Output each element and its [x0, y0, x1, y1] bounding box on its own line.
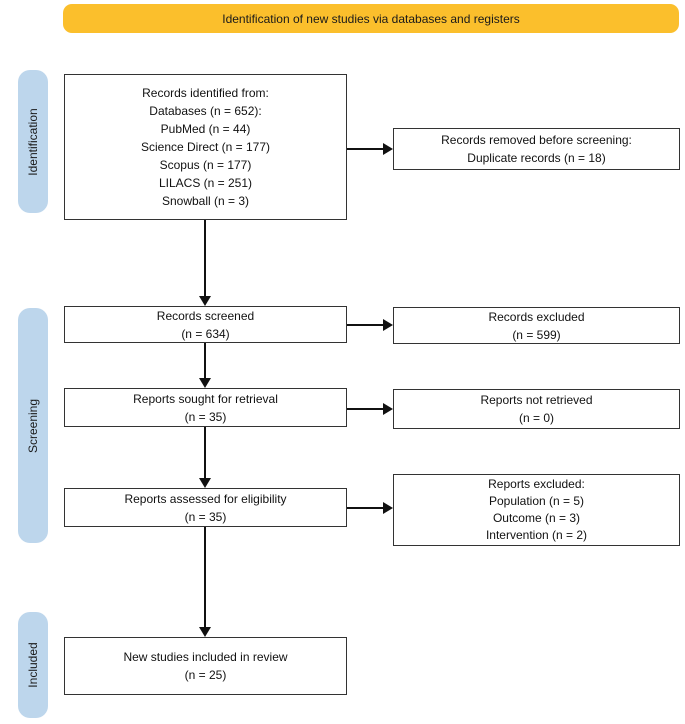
down-arrow-sought-to-assessed — [204, 427, 206, 479]
flow-box-records-identified: Records identified from: Databases (n = … — [64, 74, 347, 220]
flow-box-line: Reports excluded: — [488, 477, 585, 492]
flow-box-line: Snowball (n = 3) — [161, 194, 250, 208]
flow-box-records-removed: Records removed before screening: Duplic… — [393, 128, 680, 170]
stage-label-identification: Identification — [26, 107, 40, 176]
right-arrowhead-icon — [383, 143, 393, 155]
flow-box-line: Scopus (n = 177) — [159, 158, 252, 172]
flow-box-reports-sought: Reports sought for retrieval (n = 35) — [64, 388, 347, 427]
flow-box-line: Outcome (n = 3) — [492, 511, 581, 525]
flow-box-line: Records screened — [156, 308, 255, 323]
down-arrow-identified-to-screened — [204, 220, 206, 297]
flow-box-line: (n = 25) — [184, 668, 227, 682]
flow-box-records-screened: Records screened (n = 634) — [64, 306, 347, 343]
flow-box-line: (n = 0) — [518, 411, 554, 425]
flow-box-reports-not-retrieved: Reports not retrieved (n = 0) — [393, 389, 680, 429]
right-arrow-identified-to-removed — [347, 148, 384, 150]
flow-box-line: (n = 35) — [184, 409, 227, 424]
down-arrowhead-icon — [199, 627, 211, 637]
down-arrowhead-icon — [199, 378, 211, 388]
stage-label-screening: Screening — [26, 398, 40, 453]
banner-identification-of-new-studies: Identification of new studies via databa… — [63, 4, 679, 33]
down-arrowhead-icon — [199, 478, 211, 488]
flow-box-line: Databases (n = 652): — [149, 104, 262, 118]
flow-box-reports-assessed: Reports assessed for eligibility (n = 35… — [64, 488, 347, 527]
right-arrowhead-icon — [383, 502, 393, 514]
flow-box-line: LILACS (n = 251) — [158, 176, 253, 190]
down-arrow-screened-to-sought — [204, 343, 206, 379]
flow-box-line: PubMed (n = 44) — [160, 122, 251, 136]
flow-box-line: New studies included in review — [123, 650, 288, 664]
flow-box-reports-excluded: Reports excluded: Population (n = 5) Out… — [393, 474, 680, 546]
banner-label: Identification of new studies via databa… — [222, 11, 520, 26]
right-arrowhead-icon — [383, 319, 393, 331]
down-arrow-assessed-to-included — [204, 527, 206, 628]
flow-box-line: Reports not retrieved — [480, 393, 593, 407]
flow-box-line: Reports assessed for eligibility — [124, 491, 287, 506]
right-arrow-sought-to-not-retrieved — [347, 408, 384, 410]
stage-bar-identification: Identification — [18, 70, 48, 213]
stage-bar-included: Included — [18, 612, 48, 718]
down-arrowhead-icon — [199, 296, 211, 306]
right-arrow-screened-to-excluded — [347, 324, 384, 326]
flow-box-line: Records removed before screening: — [441, 133, 632, 147]
flow-box-line: (n = 634) — [181, 326, 230, 341]
flow-box-records-excluded: Records excluded (n = 599) — [393, 307, 680, 344]
flow-box-line: Intervention (n = 2) — [485, 527, 588, 542]
flow-box-line: Records identified from: — [142, 86, 269, 100]
flow-box-line: (n = 35) — [184, 509, 227, 524]
flow-box-line: Records excluded — [488, 309, 585, 324]
stage-label-included: Included — [26, 642, 40, 688]
flow-box-line: (n = 599) — [512, 327, 561, 342]
flow-box-line: Duplicate records (n = 18) — [467, 151, 606, 165]
flow-box-line: Science Direct (n = 177) — [140, 140, 271, 154]
right-arrow-assessed-to-reports-excluded — [347, 507, 384, 509]
flow-box-line: Reports sought for retrieval — [133, 391, 278, 406]
flow-box-new-studies-included: New studies included in review (n = 25) — [64, 637, 347, 695]
right-arrowhead-icon — [383, 403, 393, 415]
stage-bar-screening: Screening — [18, 308, 48, 543]
flow-box-line: Population (n = 5) — [488, 494, 585, 509]
